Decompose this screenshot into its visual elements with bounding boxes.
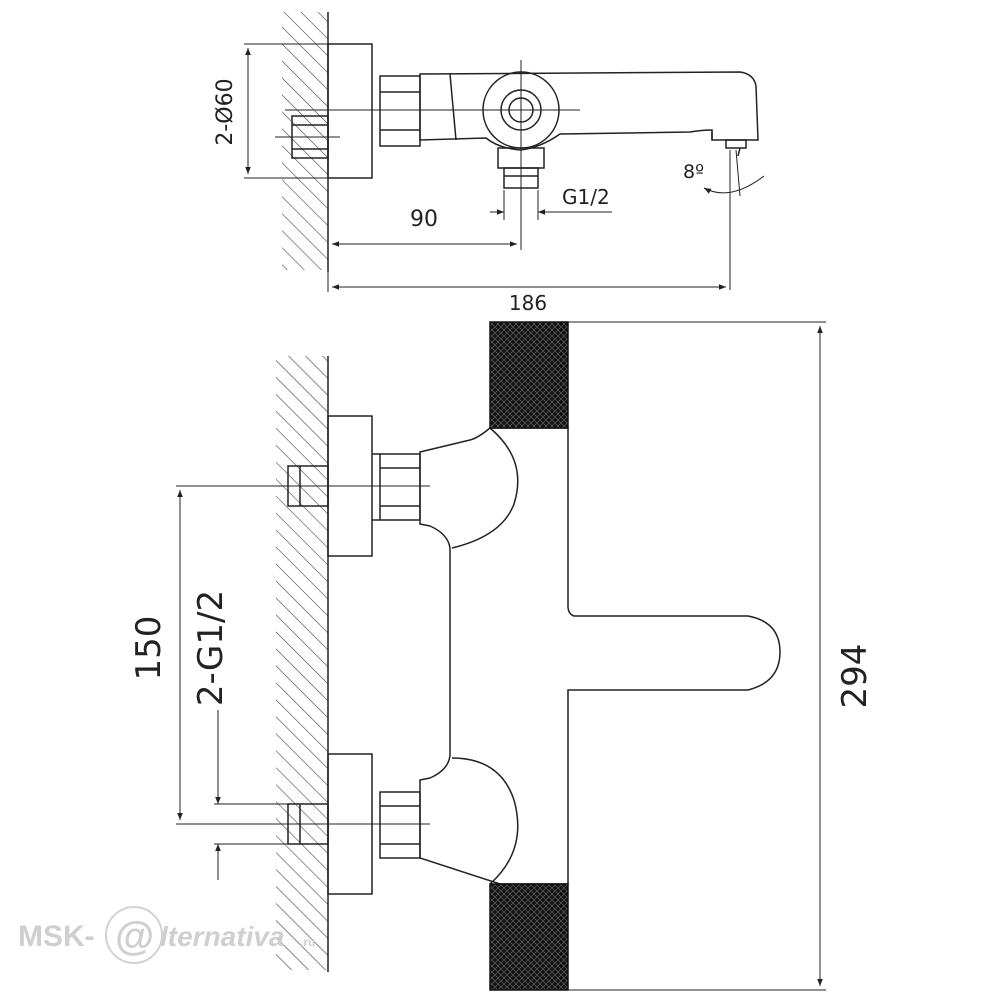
label-inlet-thread: 2-G1/2 (191, 590, 231, 706)
top-view (244, 12, 765, 292)
watermark-ring (105, 906, 163, 964)
label-overall-depth: 186 (509, 291, 547, 315)
watermark-brand-mark: @ (114, 915, 153, 959)
label-spout-angle: 8º (683, 161, 704, 183)
elbow-lower (451, 757, 519, 885)
knurled-handle-bottom (489, 883, 569, 991)
knurled-handle-top (489, 321, 569, 429)
elbow-upper (451, 427, 519, 549)
wall-hatch-top (282, 12, 328, 270)
watermark-suffix: .ru (300, 935, 315, 949)
watermark-brand-left: MSK- (18, 920, 95, 953)
watermark-brand-right: lternativa (160, 921, 285, 952)
watermark: MSK- @ lternativa .ru (18, 906, 315, 964)
label-inlet-depth: 90 (410, 207, 438, 232)
front-view (176, 321, 826, 991)
mixer-body-front (419, 427, 781, 885)
aerator-top (725, 139, 747, 149)
wall-hatch-front (276, 356, 328, 970)
angle-arc (703, 175, 765, 194)
hex-nut-upper (379, 453, 421, 521)
flange-top (327, 43, 373, 179)
label-connection-thread: G1/2 (562, 185, 610, 209)
mixer-body-top (419, 71, 759, 151)
label-overall-height: 294 (835, 644, 875, 709)
hex-nut-lower (379, 791, 421, 859)
label-inlet-spacing: 150 (129, 616, 169, 681)
hex-nut-top (379, 75, 421, 147)
label-flange-diameter: 2-Ø60 (213, 78, 238, 145)
